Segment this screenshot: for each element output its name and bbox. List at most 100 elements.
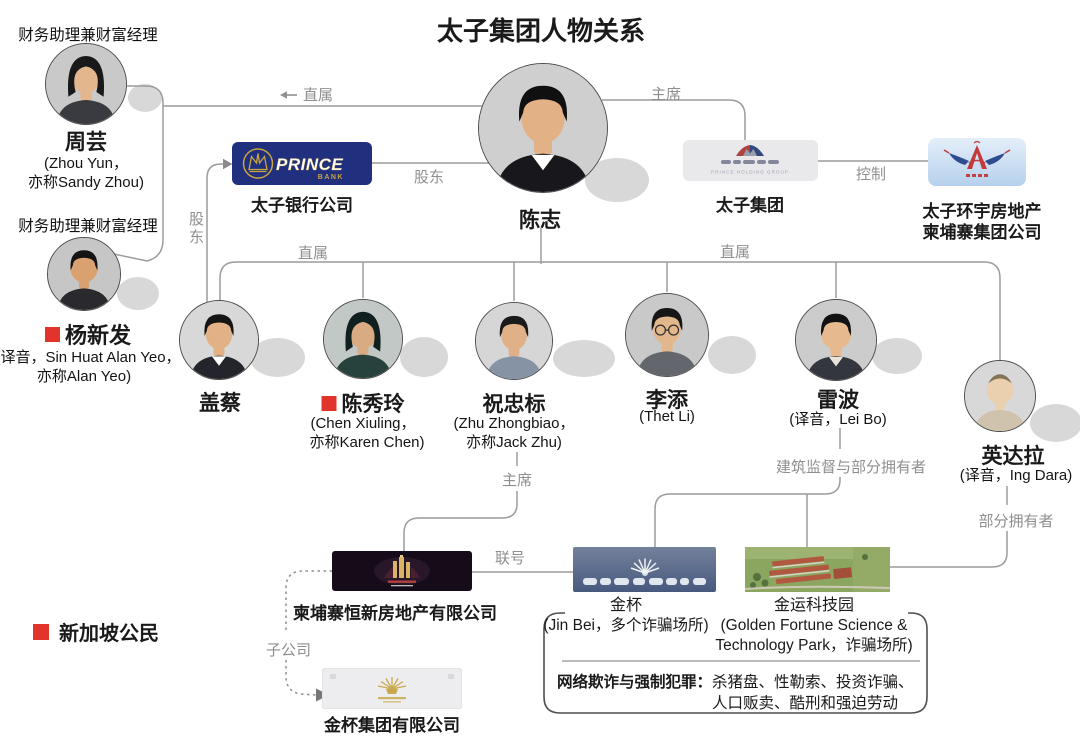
edge-label-affiliate: 联号 xyxy=(495,550,526,567)
legend-singapore-citizen: 新加坡公民 xyxy=(33,617,159,646)
caption-jinyun: 金运科技园 (Golden Fortune Science & Technolo… xyxy=(715,596,912,656)
company-label-hengxin: 柬埔寨恒新房地产有限公司 xyxy=(293,604,497,623)
person-photo-gai-cai xyxy=(179,300,259,380)
person-photo-li-tian xyxy=(625,293,709,377)
gold-fan-icon xyxy=(377,677,407,690)
person-alias: (译音，Lei Bo) xyxy=(789,411,887,428)
edge-leibo-jinbei xyxy=(654,477,841,547)
logo-word: PRINCE xyxy=(276,155,343,174)
edge-label-text: 直属 xyxy=(303,87,334,104)
edge-yingdara-jinyun xyxy=(890,531,1008,568)
company-label-huanyu-1: 太子环宇房地产 xyxy=(922,202,1042,221)
person-alias: (Zhou Yun， xyxy=(44,155,128,172)
singapore-marker xyxy=(44,326,60,342)
person-name-chen-zhi: 陈志 xyxy=(519,204,561,234)
role-label-yang-xinfa: 财务助理兼财富经理 xyxy=(18,218,158,235)
photo-shadow xyxy=(872,338,922,374)
logo-jinbei-group xyxy=(322,668,462,709)
buildings-aerial xyxy=(769,556,853,585)
company-sub-jinyun-2: Technology Park，诈骗场所) xyxy=(715,637,913,654)
arrow-right-icon xyxy=(223,158,233,170)
person-alias: (Thet Li) xyxy=(639,408,695,425)
name-text: 陈秀玲 xyxy=(341,393,405,416)
logo-jinbei-venue xyxy=(573,547,716,592)
logo-sub: BANK xyxy=(318,174,344,181)
person-name-ying-dara: 英达拉 xyxy=(982,440,1045,470)
edge-label-subsidiary: 子公司 xyxy=(266,642,312,659)
edge-direct-bus xyxy=(219,261,1001,361)
person-photo-chen-xiuling xyxy=(323,299,403,379)
person-alias: (Chen Xiuling， xyxy=(310,415,416,432)
photo-shadow xyxy=(250,338,305,377)
trees xyxy=(750,554,868,588)
crime-description: 网络欺诈与强制犯罪： 杀猪盘、性勒索、投资诈骗、 人口贩卖、酷刑和强迫劳动 xyxy=(557,672,914,714)
caption-jinbei: 金杯 (Jin Bei，多个诈骗场所) xyxy=(543,596,708,636)
singapore-marker xyxy=(33,623,49,640)
edge-label-construction-owner: 建筑监督与部分拥有者 xyxy=(775,459,927,476)
edge-label-chairman-top: 主席 xyxy=(651,86,682,103)
edge-label-shareholder-left: 股东 xyxy=(187,211,204,247)
crown-circle-icon xyxy=(242,148,274,179)
name-text: 盖蔡 xyxy=(199,392,241,415)
person-name-li-tian: 李添 xyxy=(646,384,688,414)
person-photo-lei-bo xyxy=(795,299,877,381)
name-text: 陈志 xyxy=(519,209,561,232)
edge-label-chairman-bottom: 主席 xyxy=(502,472,533,489)
person-photo-zhu-zhongbiao xyxy=(475,302,553,380)
logo-jinyun-park xyxy=(745,547,890,592)
person-photo-zhou-yun xyxy=(45,43,127,125)
logo-huanyu xyxy=(928,138,1026,186)
crime-box-border xyxy=(543,612,928,714)
edge-gaicai-bank-shareholder xyxy=(206,163,223,302)
name-text: 李添 xyxy=(646,389,688,412)
photo-shadow xyxy=(117,277,159,310)
edge-label-shareholder-top: 股东 xyxy=(414,169,445,186)
person-alias: (Zhu Zhongbiao， xyxy=(453,415,575,432)
company-label-jinyun: 金运科技园 xyxy=(773,597,855,614)
person-alias: (译音，Sin Huat Alan Yeo， xyxy=(0,349,181,366)
name-text: 杨新发 xyxy=(64,323,132,348)
person-name-gai-cai: 盖蔡 xyxy=(199,387,241,417)
arrow-left-icon xyxy=(280,90,297,99)
person-alias: (译音，Ing Dara) xyxy=(959,467,1073,484)
person-photo-ying-dara xyxy=(964,360,1036,432)
company-sub-jinbei: (Jin Bei，多个诈骗场所) xyxy=(543,617,709,634)
logo-prince-holding: PRINCE HOLDING GROUP xyxy=(683,140,818,181)
emblem-icon xyxy=(967,145,987,169)
person-name-zhou-yun: 周芸 xyxy=(65,126,107,156)
name-text: 英达拉 xyxy=(981,445,1045,468)
crime-prefix: 网络欺诈与强制犯罪： xyxy=(557,674,713,691)
edge-label-direct-bus-left: 直属 xyxy=(298,245,329,262)
edge-hengxin-subsidiary-a xyxy=(285,570,332,633)
logo-sub: PRINCE HOLDING GROUP xyxy=(711,170,789,175)
photo-shadow xyxy=(553,340,615,377)
person-alias: 亦称Karen Chen) xyxy=(309,434,425,451)
person-name-zhu-zhongbiao: 祝忠标 xyxy=(483,388,546,418)
company-label-prince-holding: 太子集团 xyxy=(716,196,784,215)
role-label-zhou-yun: 财务助理兼财富经理 xyxy=(18,27,158,44)
photo-shadow xyxy=(400,337,448,377)
edge-label-direct-top: 直属 xyxy=(280,84,333,105)
photo-shadow xyxy=(1030,404,1080,442)
company-label-prince-bank: 太子银行公司 xyxy=(251,196,353,215)
person-photo-chen-zhi xyxy=(478,63,608,193)
legend-label: 新加坡公民 xyxy=(59,623,159,645)
crime-line-2: 人口贩卖、酷刑和强迫劳动 xyxy=(712,695,899,712)
logo-hengxin xyxy=(332,551,472,591)
edge-label-partial-owner: 部分拥有者 xyxy=(978,513,1054,530)
company-label-huanyu-2: 柬埔寨集团公司 xyxy=(922,223,1042,242)
name-text: 周芸 xyxy=(65,131,107,154)
person-alias: 亦称Jack Zhu) xyxy=(466,434,562,451)
name-text: 祝忠标 xyxy=(482,393,546,416)
logo-prince-bank: PRINCE BANK xyxy=(232,142,372,185)
edge-label-direct-bus-right: 直属 xyxy=(720,244,751,261)
person-photo-yang-xinfa xyxy=(47,237,121,311)
edge-zhouyun-yangxinfa xyxy=(113,85,164,262)
edge-zhu-hengxin-b xyxy=(403,491,518,551)
khmer-script-decoration xyxy=(721,160,779,164)
company-label-jinbei: 金杯 xyxy=(609,597,643,614)
edge-chenzhi-holding-chairman xyxy=(602,99,746,140)
name-text: 雷波 xyxy=(817,389,859,412)
